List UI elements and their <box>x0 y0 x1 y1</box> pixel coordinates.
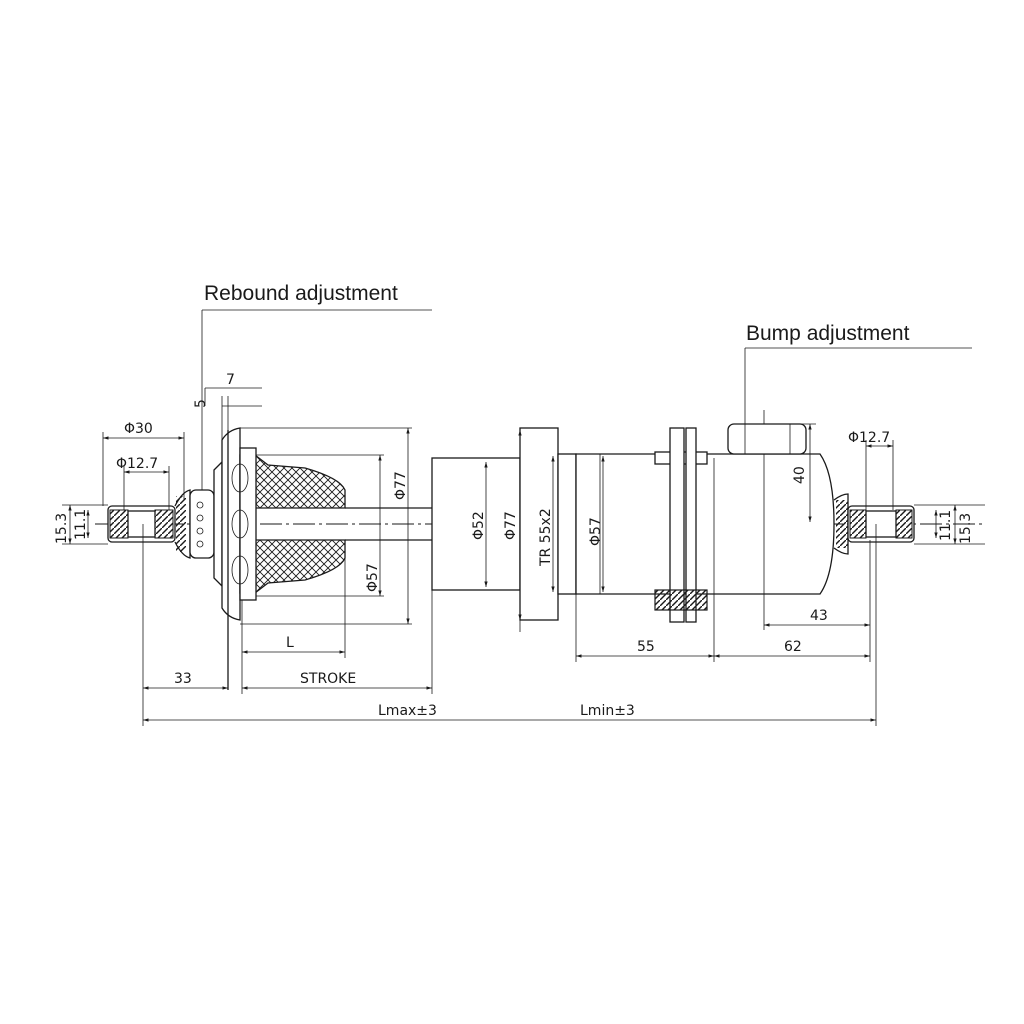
dim-overall-length <box>142 524 877 726</box>
dim-62 <box>714 540 871 662</box>
dim-62-text: 62 <box>784 639 802 655</box>
bump-adjustment-label: Bump adjustment <box>746 322 910 345</box>
dim-L-text: L <box>286 635 294 651</box>
dim-d127-right <box>865 440 894 510</box>
dim-33-text: 33 <box>174 671 192 687</box>
dim-d30 <box>102 432 185 506</box>
dim-h153-left-text: 15.3 <box>54 513 70 544</box>
damper-body <box>431 427 835 623</box>
dim-40-text: 40 <box>792 466 808 484</box>
rebound-adjuster-knob[interactable] <box>189 489 215 559</box>
dim-d52-text: Φ52 <box>471 511 487 540</box>
dim-thread-text: TR 55x2 <box>538 508 554 567</box>
dim-lmin-text: Lmin±3 <box>580 703 635 719</box>
dim-40 <box>763 410 816 522</box>
dim-55-text: 55 <box>637 639 655 655</box>
left-eye-mount <box>107 489 191 559</box>
bump-leader <box>744 347 972 424</box>
dim-43 <box>763 454 870 630</box>
dim-L <box>242 558 346 658</box>
rebound-leader <box>201 309 432 490</box>
dim-d127-left-text: Φ12.7 <box>116 456 158 472</box>
rebound-flange <box>213 396 241 690</box>
dim-55 <box>575 458 715 662</box>
dim-d77-right-text: Φ77 <box>503 511 519 540</box>
dim-d30-text: Φ30 <box>124 421 153 437</box>
dim-heights-left <box>62 504 108 545</box>
dim-lmax-text: Lmax±3 <box>378 703 437 719</box>
dim-stroke-text: STROKE <box>300 671 356 687</box>
dim-heights-right <box>914 504 985 545</box>
piston-rod <box>345 507 432 541</box>
bump-adjuster-knob[interactable] <box>727 423 807 455</box>
right-eye-mount <box>833 493 915 555</box>
rebound-adjustment-label: Rebound adjustment <box>204 282 398 305</box>
dim-d77-left <box>240 427 412 625</box>
bump-stop-rubber <box>231 447 346 601</box>
dim-d57-right-text: Φ57 <box>588 517 604 546</box>
dim-d127-right-text: Φ12.7 <box>848 430 890 446</box>
dim-stroke <box>241 590 433 694</box>
dim-7-text: 7 <box>226 372 235 388</box>
dim-d77-left-text: Φ77 <box>393 471 409 500</box>
dim-h111-left-text: 11.1 <box>73 509 89 540</box>
dim-d57-left <box>256 454 384 597</box>
dim-5-text: 5 <box>193 399 209 408</box>
dim-h153-right-text: 15.3 <box>958 513 974 544</box>
dim-h111-right-text: 11.1 <box>938 510 954 541</box>
dim-d127-left <box>123 466 170 510</box>
dim-d57-left-text: Φ57 <box>365 563 381 592</box>
dim-7-5 <box>204 387 262 407</box>
dim-43-text: 43 <box>810 608 828 624</box>
